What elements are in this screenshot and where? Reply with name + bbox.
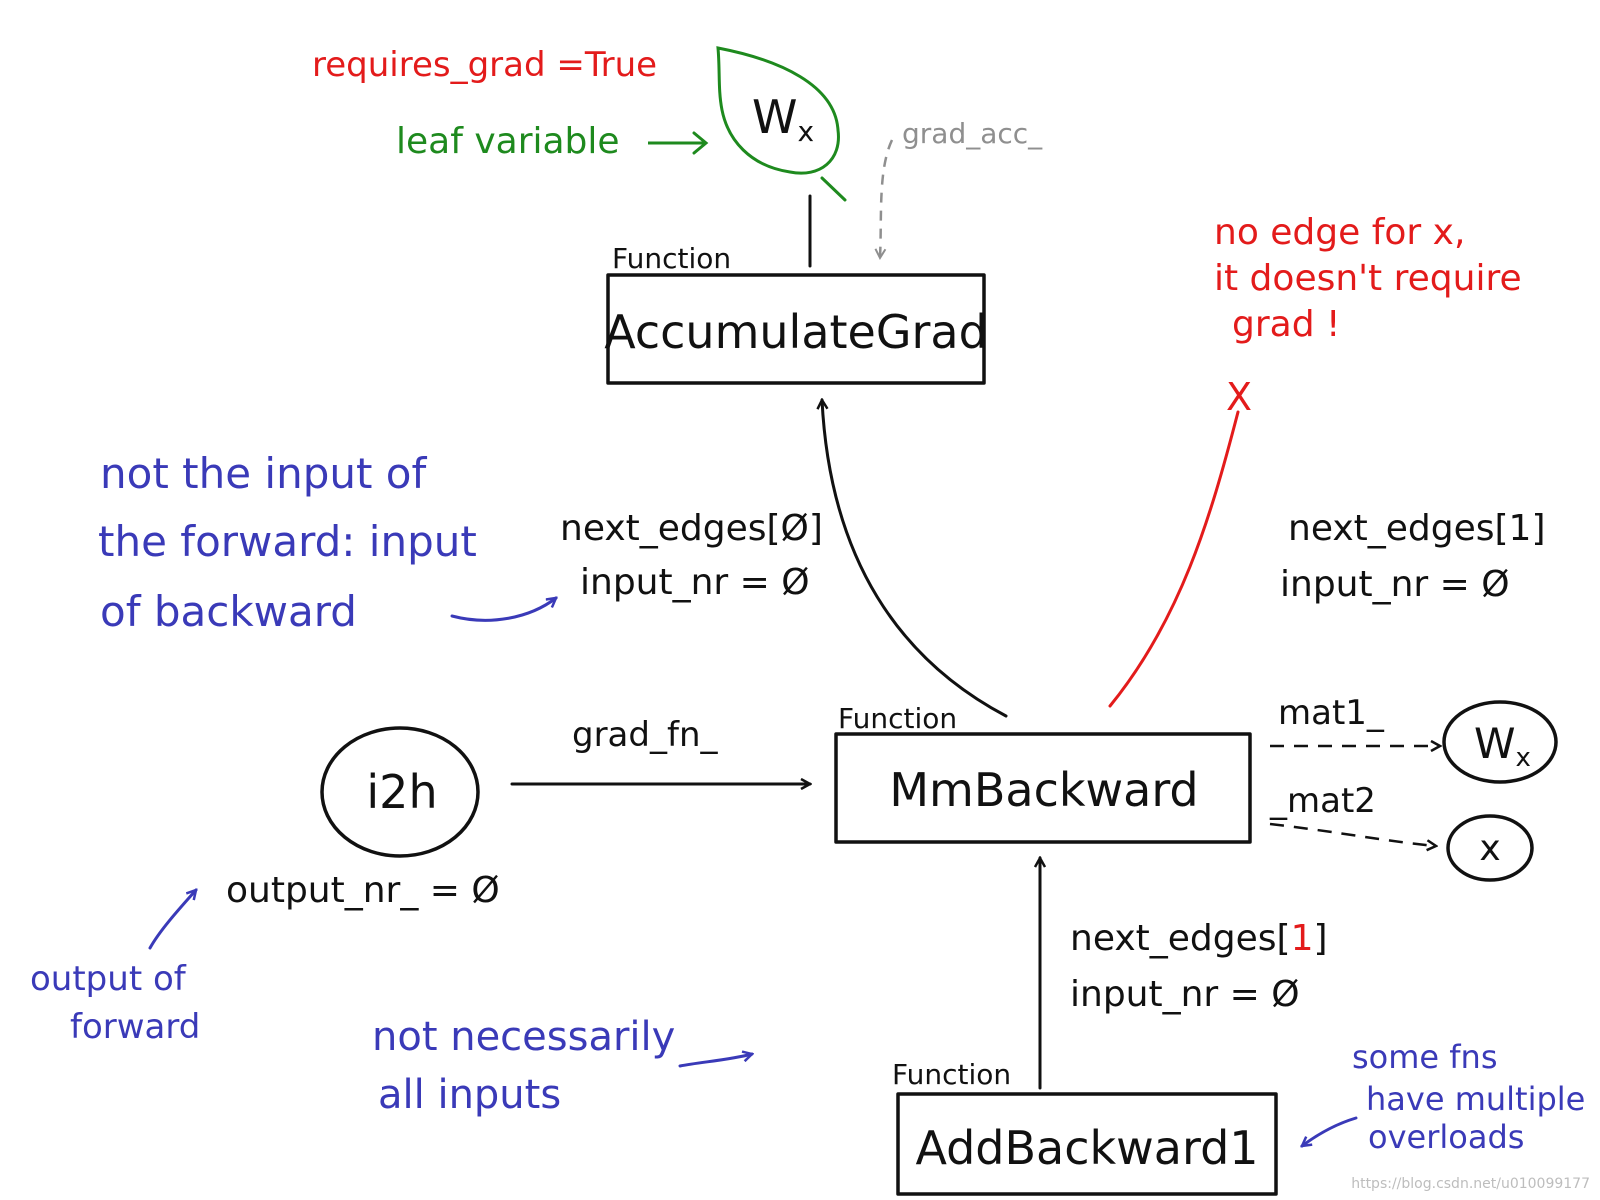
output-of-forward-line1: output of: [30, 959, 187, 999]
mat2-arrow: [1269, 822, 1436, 846]
mm-function-tag: Function: [838, 702, 957, 735]
i2h-node: [320, 726, 480, 858]
leaf-node: Wx: [716, 46, 847, 202]
edge1-top-line1: next_edges[1]: [1288, 508, 1546, 549]
red-edge: [1108, 410, 1240, 708]
edge-add-line2: input_nr = Ø: [1070, 974, 1300, 1015]
add-backward-box: [896, 1092, 1278, 1196]
wx-node: [1442, 700, 1558, 784]
overloads-arrow: [1302, 1116, 1358, 1146]
i2h-label: i2h: [366, 765, 437, 819]
mat1-label: mat1_: [1278, 693, 1385, 733]
overloads-line2: have multiple: [1366, 1080, 1585, 1118]
no-edge-note-line1: no edge for x,: [1214, 212, 1465, 253]
edge0-line2: input_nr = Ø: [580, 562, 810, 603]
not-forward-input-note: not the input of the forward: input of b…: [98, 449, 477, 636]
output-of-forward-line2: forward: [70, 1007, 200, 1047]
not-necessarily-line2: all inputs: [378, 1072, 561, 1118]
no-edge-note-line2: it doesn't require: [1214, 258, 1522, 299]
accumulate-grad-box: [606, 273, 986, 385]
accumulate-function-tag: Function: [612, 242, 731, 275]
requires-grad-note: requires_grad =True: [312, 45, 657, 85]
overloads-line1: some fns: [1352, 1038, 1498, 1076]
edge1-top-line2: input_nr = Ø: [1280, 564, 1510, 605]
leaf-stem: [820, 176, 847, 202]
edge-to-accumulate: [822, 400, 1008, 718]
not-necessarily-line1: not necessarily: [372, 1014, 675, 1060]
edge0-line1: next_edges[Ø]: [560, 508, 823, 549]
leaf-variable-arrowhead: [692, 131, 709, 155]
output-of-forward-arrow: [148, 890, 196, 950]
overloads-line3: overloads: [1368, 1118, 1524, 1156]
add-backward-label: AddBackward1: [915, 1121, 1258, 1175]
not-necessarily-arrow: [678, 1054, 752, 1068]
x-label: x: [1479, 828, 1500, 869]
output-nr-label: output_nr_ = Ø: [226, 870, 500, 911]
no-edge-note-line3: grad !: [1232, 304, 1340, 345]
mm-backward-label: MmBackward: [889, 763, 1198, 817]
x-node: [1446, 814, 1534, 882]
grad-acc-label: grad_acc_: [902, 117, 1043, 150]
grad-fn-label: grad_fn_: [572, 715, 718, 755]
accumulate-grad-label: AccumulateGrad: [604, 305, 988, 359]
grad-acc-arrow: [880, 139, 894, 258]
mat2-label: _mat2: [1269, 781, 1376, 821]
blue-top-line1: not the input of: [100, 449, 427, 498]
leaf-variable-note: leaf variable: [396, 121, 620, 162]
add-function-tag: Function: [892, 1058, 1011, 1091]
edge-add-line1: next_edges[1]: [1070, 918, 1328, 959]
blue-top-line3: of backward: [100, 587, 357, 636]
leaf-shape: [716, 46, 840, 175]
mm-backward-box: [834, 732, 1252, 844]
watermark: https://blog.csdn.net/u010099177: [1351, 1176, 1590, 1192]
leaf-label: Wx: [752, 90, 814, 148]
wx-label: Wx: [1474, 719, 1531, 773]
no-edge-note: no edge for x, it doesn't require grad !: [1214, 212, 1522, 345]
blue-top-line2: the forward: input: [98, 517, 477, 566]
blue-top-arrow: [450, 598, 556, 622]
